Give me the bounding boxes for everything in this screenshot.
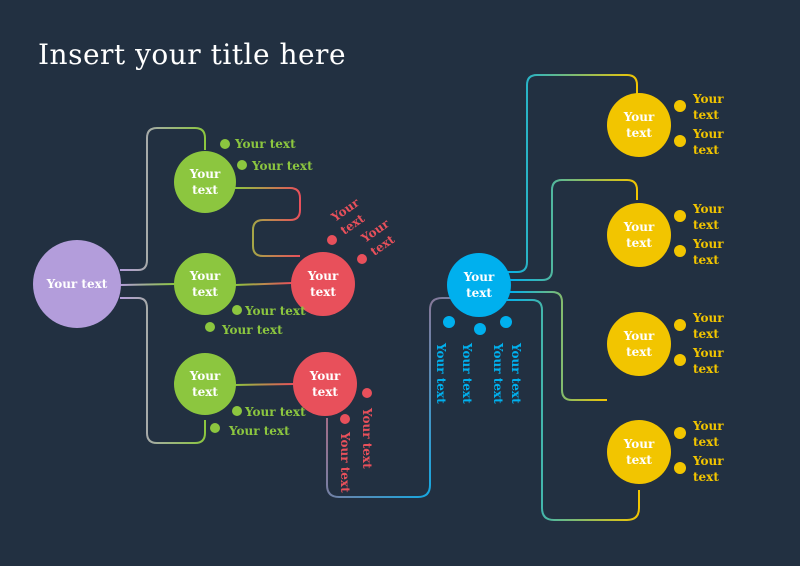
green-node-3-label: text: [192, 385, 218, 399]
green-node-2-label: Your: [189, 269, 221, 283]
blue-note-2: Your text: [460, 342, 474, 404]
green-2-note-2: Your text: [221, 323, 283, 337]
yellow-node-3-label: Your: [623, 329, 655, 343]
yellow-node-1-label: text: [626, 126, 652, 140]
yellow-node-2-circle: [607, 203, 671, 267]
green-2-note-2-dot: [205, 322, 215, 332]
yellow-2-note-1-dot: [674, 210, 686, 222]
yellow-node-4-label: text: [626, 453, 652, 467]
green-node-3-circle: [174, 353, 236, 415]
green-2-note-1: Your text: [244, 304, 306, 318]
green-3-note-1: Your text: [244, 405, 306, 419]
connector-blue-yellow-3: [510, 291, 607, 401]
green-node-2-circle: [174, 253, 236, 315]
blue-node-label: Your: [463, 270, 495, 284]
red-node-2-label: Your: [309, 369, 341, 383]
red-2-note-1: Your text: [360, 407, 374, 469]
connector-root-green-3: [120, 297, 206, 444]
yellow-node-4-circle: [607, 420, 671, 484]
blue-note-1: Your text: [434, 342, 448, 404]
yellow-node-3-label: text: [626, 345, 652, 359]
yellow-node-3-circle: [607, 312, 671, 376]
red-1-note-2-dot: [357, 254, 367, 264]
green-node-1: Your text: [174, 151, 236, 213]
red-node-2-circle: [293, 352, 357, 416]
connector-green3-red2: [234, 383, 295, 386]
green-3-note-2-dot: [210, 423, 220, 433]
green-1-note-1-dot: [220, 139, 230, 149]
green-node-2-label: text: [192, 285, 218, 299]
red-2-note-2: Your text: [338, 431, 352, 493]
blue-note-4: Your text: [509, 342, 523, 404]
green-1-note-2: Your text: [251, 159, 313, 173]
yellow-1-note-1-dot: [674, 100, 686, 112]
yellow-3-note-1-dot: [674, 319, 686, 331]
yellow-4-note-1-dot: [674, 427, 686, 439]
yellow-node-2-label: text: [626, 236, 652, 250]
yellow-node-2: Your text: [607, 203, 671, 267]
connector-green1-red1: [235, 187, 301, 257]
yellow-node-4: Your text: [607, 420, 671, 484]
connector-lines: [119, 74, 640, 521]
blue-node: Your text: [447, 253, 511, 317]
red-2-note-1-dot: [362, 388, 372, 398]
red-node-2: Your text: [293, 352, 357, 416]
green-node-2: Your text: [174, 253, 236, 315]
green-1-note-1: Your text: [234, 137, 296, 151]
yellow-2-note-2-dot: [674, 245, 686, 257]
connector-root-green-1: [120, 127, 206, 271]
blue-note-3: Your text: [491, 342, 505, 404]
yellow-3-note-2-dot: [674, 354, 686, 366]
root-node: Your text: [33, 240, 121, 328]
green-3-note-2: Your text: [228, 424, 290, 438]
red-1-note-1-dot: [327, 235, 337, 245]
connector-blue-yellow-2: [510, 179, 638, 281]
connector-green2-red1: [234, 282, 293, 286]
green-1-note-2-dot: [237, 160, 247, 170]
green-node-1-label: Your: [189, 167, 221, 181]
green-node-3: Your text: [174, 353, 236, 415]
yellow-node-1-label: Your: [623, 110, 655, 124]
yellow-4-note-2-dot: [674, 462, 686, 474]
green-node-3-label: Your: [189, 369, 221, 383]
green-node-1-circle: [174, 151, 236, 213]
yellow-node-1: Your text: [607, 93, 671, 157]
red-node-1-label: text: [310, 285, 336, 299]
green-2-note-1-dot: [232, 305, 242, 315]
connector-blue-yellow-1: [505, 74, 638, 273]
root-node-label: Your text: [46, 277, 108, 291]
red-2-note-2-dot: [340, 414, 350, 424]
blue-node-label: text: [466, 286, 492, 300]
root-node-circle: [33, 240, 121, 328]
green-node-1-label: text: [192, 183, 218, 197]
red-node-1-label: Your: [307, 269, 339, 283]
blue-note-dot-2: [474, 323, 486, 335]
blue-note-dot-3: [500, 316, 512, 328]
red-node-1-circle: [291, 252, 355, 316]
blue-note-dot-1: [443, 316, 455, 328]
yellow-node-4-label: Your: [623, 437, 655, 451]
yellow-node-2-label: Your: [623, 220, 655, 234]
yellow-node-3: Your text: [607, 312, 671, 376]
connector-red2-blue: [326, 297, 452, 498]
yellow-node-1-circle: [607, 93, 671, 157]
blue-node-circle: [447, 253, 511, 317]
red-node-2-label: text: [312, 385, 338, 399]
red-node-1: Your text: [291, 252, 355, 316]
page-title: Insert your title here: [38, 38, 347, 71]
connector-blue-yellow-4: [505, 299, 640, 521]
yellow-1-note-2-dot: [674, 135, 686, 147]
connector-root-green-2: [119, 283, 176, 286]
green-3-note-1-dot: [232, 406, 242, 416]
